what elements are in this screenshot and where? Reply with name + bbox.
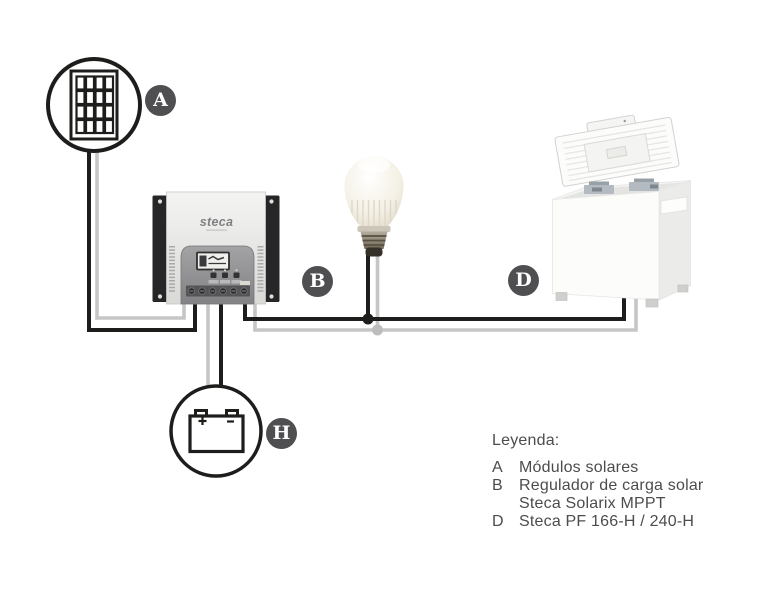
- badge-solar-modules: A: [145, 85, 176, 116]
- battery-symbol-icon: [169, 384, 263, 478]
- status-leds: [212, 269, 238, 272]
- solar-panel-grid-icon: [46, 57, 142, 153]
- legend-label: Steca PF 166-H / 240-H: [519, 513, 695, 530]
- bulb-glass: [344, 156, 404, 228]
- button-labels: [208, 280, 242, 284]
- lcd-graph-block: [199, 255, 207, 267]
- freezer-feet: [555, 284, 689, 308]
- legend-item-freezer: D Steca PF 166-H / 240-H: [492, 513, 760, 531]
- legend-label: Regulador de carga solar Steca Solarix M…: [519, 477, 760, 513]
- chest-freezer-illustration: [552, 114, 691, 308]
- controller-rail-right: [263, 195, 280, 302]
- legend-key: A: [492, 459, 503, 476]
- screw-threads: [361, 235, 387, 246]
- solar-wire-gray: [95, 149, 186, 320]
- badge-freezer: D: [508, 265, 539, 296]
- battery-body: [188, 414, 245, 454]
- junction-dot-black: [362, 313, 374, 325]
- badge-charge-controller: B: [302, 266, 333, 297]
- legend-key: B: [492, 477, 503, 494]
- solar-wire-black: [87, 149, 197, 332]
- freezer-lid: [554, 114, 680, 187]
- wires-layer: [87, 149, 638, 390]
- steca-charge-controller-illustration: steca: [152, 191, 280, 305]
- freezer-control-panel: [660, 196, 688, 215]
- battery-polarity-marks: [198, 417, 234, 425]
- legend-item-solar-modules: A Módulos solares: [492, 459, 760, 477]
- legend-label: Módulos solares: [519, 459, 639, 476]
- legend-label-line1: Regulador de carga solar: [519, 477, 704, 494]
- controller-rail-left: [152, 195, 168, 302]
- lid-latch: [605, 145, 628, 160]
- steca-logo: steca: [200, 215, 233, 229]
- load-wire-black: [243, 293, 626, 321]
- legend-item-charge-controller: B Regulador de carga solar Steca Solarix…: [492, 477, 760, 513]
- bulb-highlight: [358, 157, 390, 173]
- bulb-collar: [357, 226, 391, 232]
- legend: Leyenda: A Módulos solares B Regulador d…: [492, 432, 760, 531]
- freezer-front-face: [552, 191, 660, 301]
- freezer-hinge-left: [584, 181, 614, 194]
- led-bulb-illustration: [344, 156, 404, 257]
- legend-label-line2: Steca Solarix MPPT: [519, 495, 666, 512]
- badge-battery: H: [266, 418, 297, 449]
- steca-tagline: [206, 229, 227, 231]
- lcd-graph-line: [208, 255, 225, 261]
- load-wire-gray: [253, 293, 638, 332]
- bulb-contact-tip: [365, 247, 383, 257]
- warning-label: [240, 281, 250, 285]
- legend-title: Leyenda:: [492, 432, 560, 449]
- freezer-hinge-right: [629, 178, 659, 191]
- junction-dot-gray: [372, 324, 383, 336]
- controller-buttons: [210, 272, 240, 278]
- lid-lock: [623, 119, 626, 123]
- legend-key: D: [492, 513, 504, 530]
